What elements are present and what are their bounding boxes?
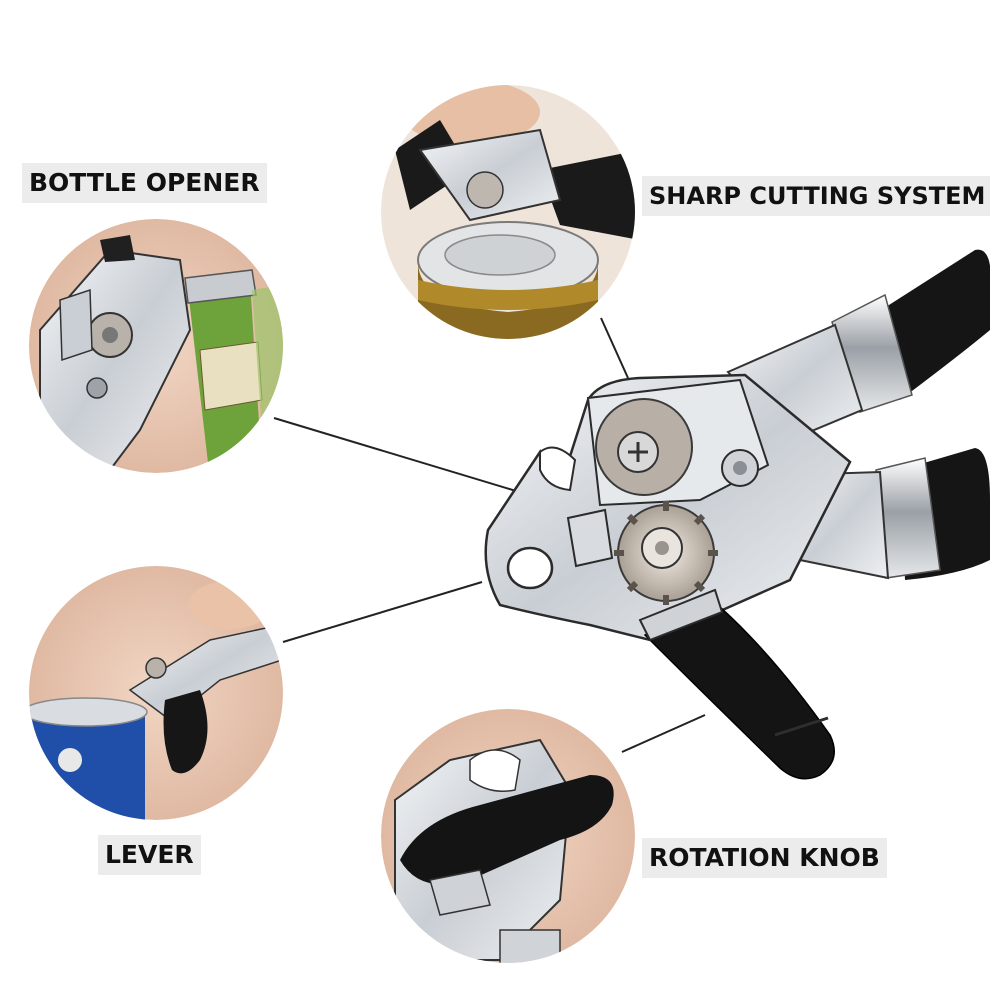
connector-sharp-cutting bbox=[600, 317, 629, 379]
label-rotation-knob: ROTATION KNOB bbox=[642, 838, 887, 878]
detail-circle-sharp-cutting bbox=[381, 85, 635, 339]
label-bottle-opener: BOTTLE OPENER bbox=[22, 163, 267, 203]
connector-bottle-opener bbox=[273, 417, 537, 498]
connector-rotation-knob bbox=[621, 714, 706, 753]
detail-circle-rotation-knob bbox=[381, 709, 635, 963]
connector-lines bbox=[273, 317, 706, 753]
label-sharp-cutting-system: SHARP CUTTING SYSTEM bbox=[642, 176, 990, 216]
connector-lever bbox=[282, 581, 483, 643]
gear-wheel bbox=[614, 501, 718, 605]
label-lever: LEVER bbox=[98, 835, 201, 875]
can-opener-main bbox=[484, 249, 990, 780]
detail-circle-bottle-opener bbox=[29, 219, 283, 473]
detail-circle-lever bbox=[29, 566, 283, 820]
